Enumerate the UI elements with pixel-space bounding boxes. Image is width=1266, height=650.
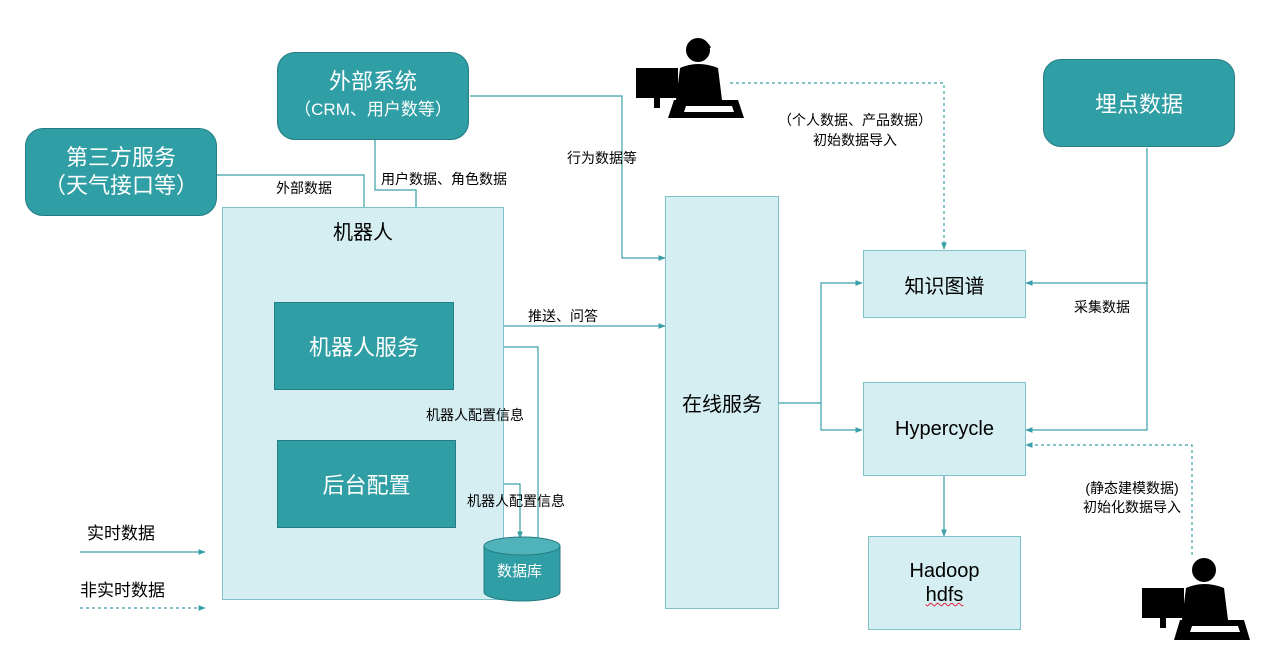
- label-collect-data: 采集数据: [1074, 299, 1130, 315]
- label-external-data: 外部数据: [276, 180, 332, 196]
- robot-service-box: 机器人服务: [274, 302, 454, 390]
- hadoop-subtitle: hdfs: [925, 584, 964, 606]
- label-init-import: 初始化数据导入: [1083, 499, 1181, 515]
- operator-person-icon: [636, 38, 744, 118]
- robot-group: 机器人: [222, 207, 504, 600]
- hypercycle-box: Hypercycle: [863, 382, 1026, 476]
- hadoop-title: Hadoop: [909, 560, 980, 582]
- label-user-role-data: 用户数据、角色数据: [381, 171, 507, 187]
- database-icon: [483, 536, 561, 602]
- hadoop-box: Hadoop hdfs: [868, 536, 1021, 630]
- label-behavior-data: 行为数据等: [567, 150, 637, 166]
- hypercycle-label: Hypercycle: [895, 417, 994, 440]
- third-party-service-box: 第三方服务 （天气接口等）: [25, 128, 217, 216]
- online-service-box: 在线服务: [665, 196, 779, 609]
- arrow-online-to-kg: [779, 280, 863, 404]
- third-party-title: 第三方服务: [65, 145, 176, 170]
- robot-group-title: 机器人: [333, 222, 393, 244]
- external-system-subtitle: （CRM、用户数等）: [294, 100, 452, 119]
- external-system-title: 外部系统: [328, 69, 417, 94]
- arrow-tracking-to-kg: [1025, 148, 1148, 286]
- tracking-data-title: 埋点数据: [1094, 92, 1183, 117]
- database-label: 数据库: [497, 563, 543, 580]
- arrow-static-import: [1025, 442, 1193, 555]
- label-push-qa: 推送、问答: [528, 308, 598, 324]
- legend-realtime-label: 实时数据: [87, 524, 155, 543]
- label-robot-config-info-1: 机器人配置信息: [426, 407, 524, 423]
- backend-config-box: 后台配置: [277, 440, 456, 528]
- knowledge-graph-box: 知识图谱: [863, 250, 1026, 318]
- arrow-behavior-data: [470, 95, 666, 261]
- label-robot-config-info-2: 机器人配置信息: [467, 493, 565, 509]
- label-initial-import: 初始数据导入: [813, 132, 897, 148]
- external-system-box: 外部系统 （CRM、用户数等）: [277, 52, 469, 140]
- online-service-label: 在线服务: [682, 394, 762, 416]
- label-static-modeling: (静态建模数据): [1085, 480, 1179, 496]
- arrow-tracking-to-hc: [1025, 283, 1148, 433]
- arrow-initial-import: [730, 82, 947, 250]
- knowledge-graph-label: 知识图谱: [904, 275, 985, 298]
- third-party-subtitle: （天气接口等）: [43, 173, 198, 198]
- tracking-data-box: 埋点数据: [1043, 59, 1235, 147]
- legend-nonrealtime-label: 非实时数据: [80, 581, 165, 600]
- label-personal-product: （个人数据、产品数据）: [778, 112, 932, 128]
- arrow-online-to-hc: [820, 403, 863, 433]
- robot-service-label: 机器人服务: [308, 335, 419, 360]
- backend-config-label: 后台配置: [322, 473, 411, 498]
- operator-person-icon-2: [1142, 558, 1250, 640]
